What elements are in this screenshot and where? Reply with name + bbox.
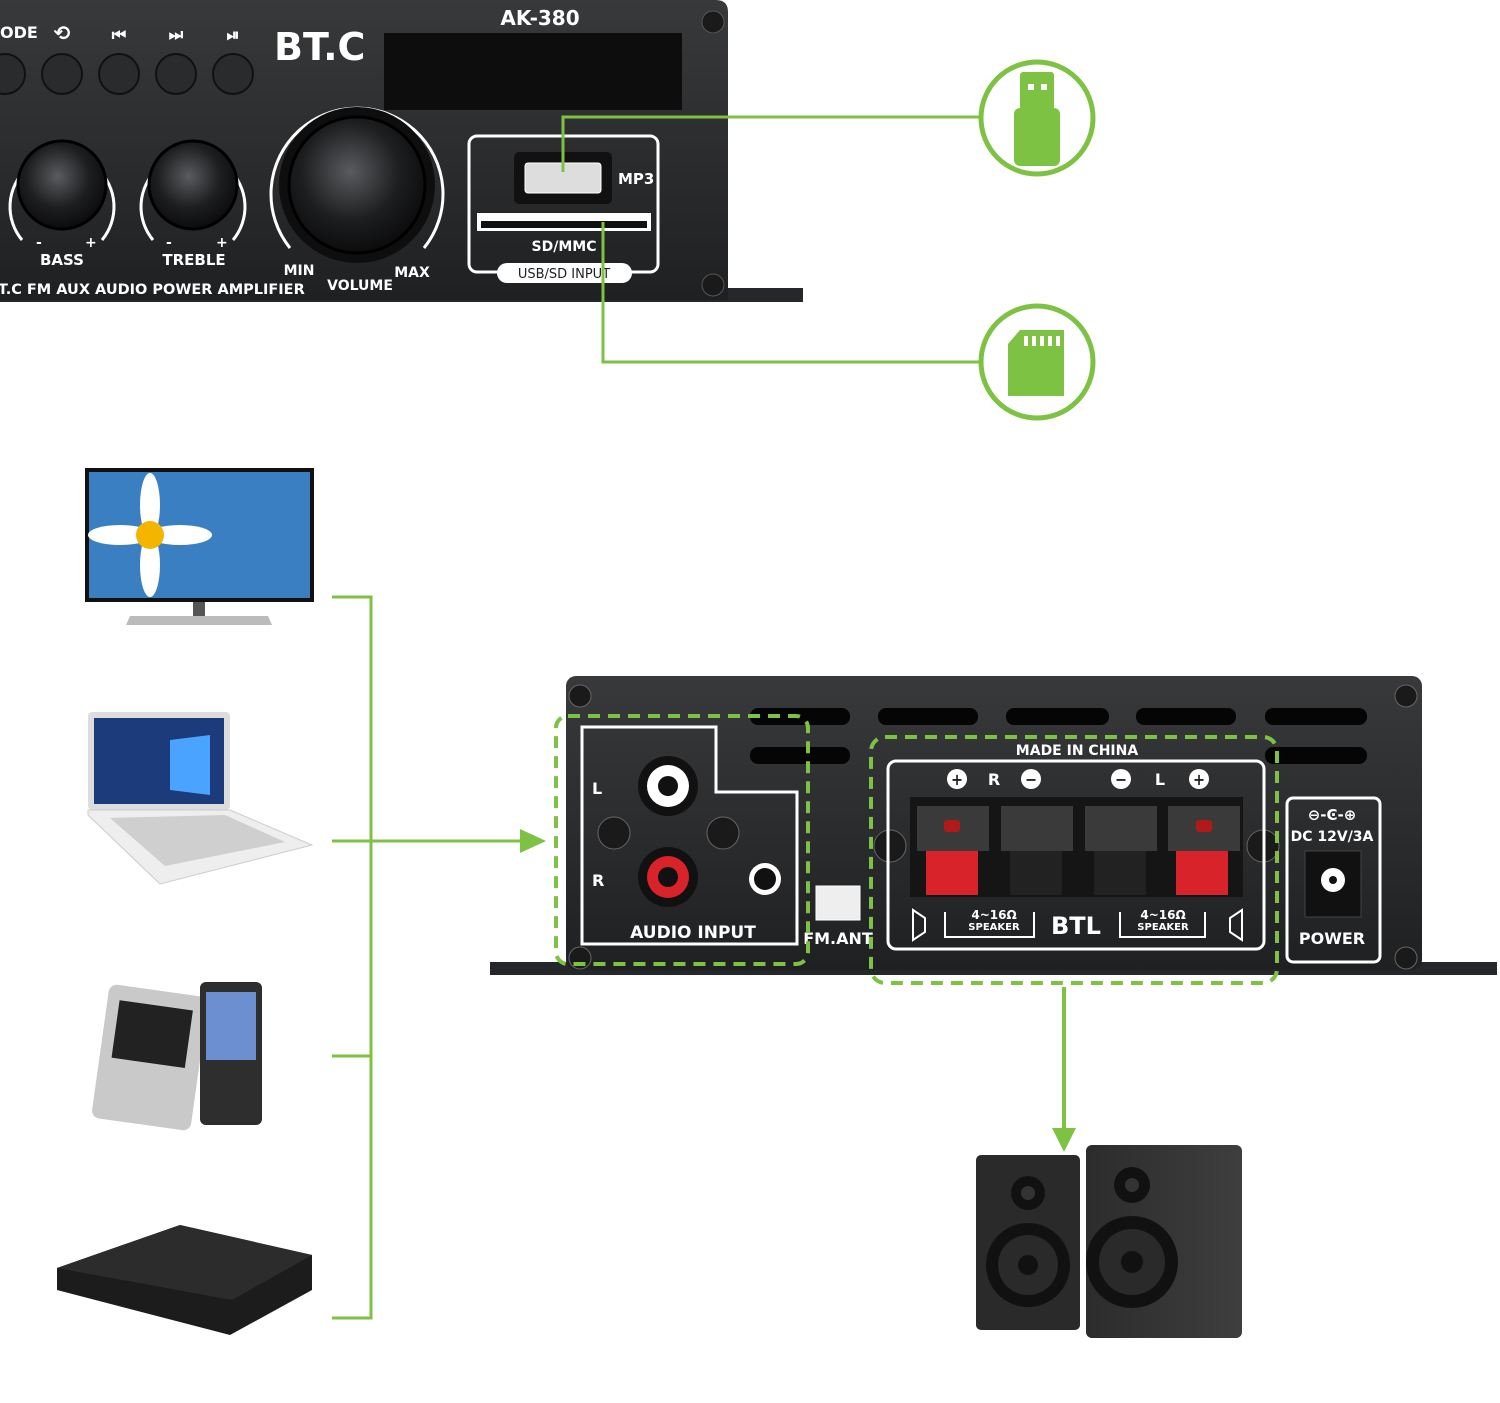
- rear-panel: L R AUDIO INPUT FM.ANT MADE IN CHINA + R…: [490, 676, 1497, 975]
- plus-sign: +: [951, 770, 963, 789]
- usb-sd-input-badge: [497, 263, 632, 283]
- max-label: MAX: [394, 265, 430, 281]
- mp3-label: MP3: [618, 170, 654, 188]
- source-bracket: [332, 595, 525, 1320]
- play-pause-button[interactable]: [212, 53, 254, 95]
- power-label: POWER: [1299, 929, 1365, 948]
- dvd-player-device: [57, 1225, 312, 1335]
- bass-knob[interactable]: [16, 139, 108, 231]
- arrow-right-icon: [520, 829, 546, 853]
- arrow-down-icon: [1052, 1128, 1076, 1152]
- mode-button[interactable]: [0, 53, 26, 95]
- speaker-output-highlight: [869, 735, 1279, 985]
- vent-slots: [750, 708, 1367, 764]
- bass-minus-label: -: [36, 235, 42, 251]
- usb-sd-input-text: USB/SD INPUT: [518, 267, 610, 282]
- previous-button[interactable]: [98, 53, 140, 95]
- screw-icon: [701, 273, 725, 297]
- power-frame: [1285, 796, 1382, 964]
- terminal-sign-row: + R − − L +: [947, 769, 1209, 789]
- terminal-l-minus[interactable]: [1094, 851, 1146, 895]
- callout-lines: [561, 115, 980, 364]
- speaker-symbols: [912, 908, 1243, 942]
- speaker-label-right: SPEAKER: [968, 922, 1020, 933]
- speaker-label-left: SPEAKER: [1137, 922, 1189, 933]
- treble-knob[interactable]: [147, 139, 239, 231]
- left-channel-label: L: [592, 779, 602, 798]
- model-label: AK-380: [500, 6, 579, 30]
- bass-plus-label: +: [85, 235, 97, 251]
- bass-label: BASS: [40, 251, 84, 269]
- btl-label: BTL: [1051, 912, 1101, 940]
- left-speaker-label: L: [1155, 770, 1165, 789]
- highlight-boxes: [554, 714, 1279, 985]
- treble-plus-label: +: [216, 235, 228, 251]
- brand-logo: BT.C: [274, 25, 365, 69]
- screw-icon: [701, 10, 725, 34]
- dc-polarity-icon: ⊖-Ͼ-⊕: [1308, 806, 1357, 824]
- treble-minus-label: -: [166, 235, 172, 251]
- speakers: [976, 1145, 1242, 1338]
- tv-device: [85, 468, 314, 625]
- next-track-icon: ⏭: [169, 25, 184, 44]
- plus-sign: +: [1193, 770, 1205, 789]
- fm-ant-label: FM.ANT: [803, 929, 873, 948]
- repeat-icon: ⟲: [54, 21, 71, 45]
- terminal-r-plus[interactable]: [926, 851, 978, 895]
- fm-antenna-connector[interactable]: [815, 885, 861, 921]
- sd-card-icon: [1008, 330, 1064, 396]
- laptop-device: [87, 712, 314, 885]
- play-pause-icon: ⏯: [227, 25, 240, 44]
- audio-input-highlight: [554, 714, 810, 966]
- previous-track-icon: ⏮: [112, 25, 126, 44]
- repeat-button[interactable]: [41, 53, 83, 95]
- volume-label: VOLUME: [327, 278, 393, 294]
- terminal-r-minus[interactable]: [1010, 851, 1062, 895]
- audio-input-label: AUDIO INPUT: [630, 923, 756, 943]
- front-panel: AK-380 BT.C ODE ⟲ ⏮ ⏭ ⏯ - + - + BASS TRE…: [0, 0, 803, 302]
- volume-knob[interactable]: [287, 115, 427, 255]
- made-in-china-label: MADE IN CHINA: [1016, 743, 1139, 759]
- minus-sign: −: [1115, 770, 1127, 789]
- usb-stick-callout: [978, 59, 1096, 177]
- speaker-terminal-frame: [886, 759, 1266, 951]
- sd-card-callout: [978, 303, 1096, 421]
- sd-mmc-label: SD/MMC: [532, 239, 597, 255]
- audio-input-frame: [580, 725, 799, 946]
- usb-stick-icon: [1014, 72, 1060, 166]
- terminal-l-plus[interactable]: [1176, 851, 1228, 895]
- next-button[interactable]: [155, 53, 197, 95]
- product-line-label: T.C FM AUX AUDIO POWER AMPLIFIER: [0, 282, 305, 298]
- spring-terminals: [917, 806, 1240, 895]
- min-label: MIN: [284, 263, 315, 279]
- impedance-label-left: 4~16Ω: [1140, 908, 1185, 922]
- right-speaker-label: R: [988, 770, 1000, 789]
- treble-label: TREBLE: [162, 251, 225, 269]
- dc-rating-label: DC 12V/3A: [1291, 829, 1374, 845]
- minus-sign: −: [1025, 770, 1037, 789]
- mp3-player-device: [92, 982, 262, 1131]
- impedance-label-right: 4~16Ω: [971, 908, 1016, 922]
- display-screen: [384, 33, 682, 110]
- mode-label: ODE: [0, 23, 38, 42]
- right-channel-label: R: [592, 871, 604, 890]
